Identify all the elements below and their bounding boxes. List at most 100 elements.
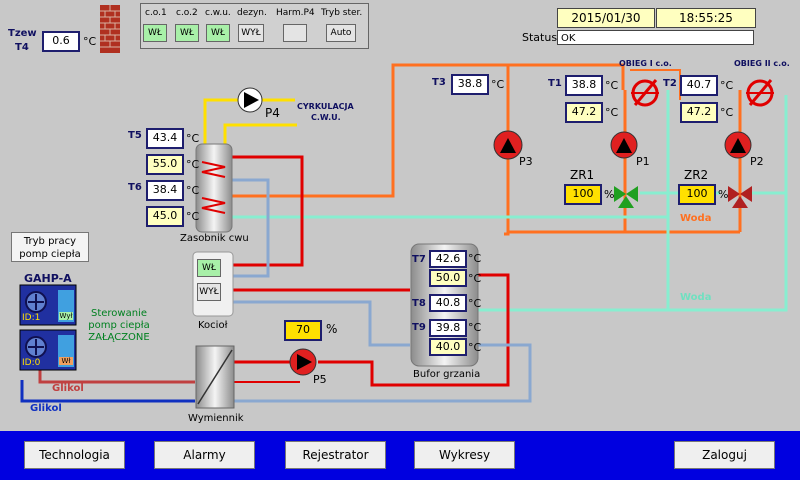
time-display: 18:55:25 <box>656 8 756 28</box>
date-display: 2015/01/30 <box>557 8 655 28</box>
t7-unit: °C <box>468 252 482 265</box>
chimney-icon <box>100 5 120 53</box>
t9-setpoint[interactable]: 40.0 <box>429 338 467 356</box>
t8-value: 40.8 <box>429 294 467 312</box>
t5-setpoint[interactable]: 55.0 <box>146 154 184 175</box>
pump-p1-icon <box>610 131 638 159</box>
co1-label: c.o.1 <box>145 8 167 18</box>
obieg2-off-icon <box>746 79 774 107</box>
t1-setpoint[interactable]: 47.2 <box>565 102 603 123</box>
nav-rejestrator-button[interactable]: Rejestrator <box>285 441 386 469</box>
obieg1-off-icon <box>631 79 659 107</box>
zr1-label: ZR1 <box>570 168 595 182</box>
t6-unit: °C <box>186 184 200 197</box>
nav-alarmy-button[interactable]: Alarmy <box>154 441 255 469</box>
cwu-label: c.w.u. <box>205 8 231 18</box>
t7-setpoint[interactable]: 50.0 <box>429 269 467 287</box>
pump-p3-label: P3 <box>519 155 533 168</box>
tryb-pracy-line2: pomp ciepła <box>19 249 81 260</box>
t2-label: T2 <box>663 78 677 89</box>
t5-set-unit: °C <box>186 158 200 171</box>
harm-p4-button[interactable] <box>283 24 307 42</box>
p5-value[interactable]: 70 <box>284 320 322 341</box>
pump-p3-icon <box>493 130 523 160</box>
t9-value: 39.8 <box>429 319 467 337</box>
woda-label-1: Woda <box>680 213 712 224</box>
t8-unit: °C <box>468 297 482 310</box>
tryb-ster-button[interactable]: Auto <box>326 24 356 42</box>
co2-toggle[interactable]: WŁ <box>175 24 199 42</box>
valve-zr2-icon <box>728 186 752 208</box>
pump-p2-icon <box>724 131 752 159</box>
pump-p5-icon <box>289 348 317 376</box>
zr1-value[interactable]: 100 <box>564 184 602 205</box>
co2-label: c.o.2 <box>176 8 198 18</box>
t2-unit: °C <box>720 79 734 92</box>
t6-label: T6 <box>128 182 142 193</box>
nav-zaloguj-button[interactable]: Zaloguj <box>674 441 775 469</box>
zr1-unit: % <box>604 188 615 201</box>
zr2-value[interactable]: 100 <box>678 184 716 205</box>
hp1-id: ID:1 <box>22 313 41 323</box>
t6-setpoint[interactable]: 45.0 <box>146 206 184 227</box>
t6-set-unit: °C <box>186 210 200 223</box>
cyrkulacja-label: CYRKULACJA <box>297 102 354 111</box>
glikol-blue-label: Glikol <box>30 403 62 414</box>
tryb-pracy-line1: Tryb pracy <box>23 236 77 247</box>
nav-technologia-button[interactable]: Technologia <box>24 441 125 469</box>
wymiennik-label: Wymiennik <box>188 413 244 424</box>
sterowanie-line2: pomp ciepła <box>88 320 150 331</box>
t1-set-unit: °C <box>605 106 619 119</box>
obieg1-label: OBIEG I c.o. <box>619 59 672 68</box>
hp0-state: Wł <box>59 357 73 365</box>
t6-value: 38.4 <box>146 180 184 201</box>
t2-value: 40.7 <box>680 75 718 96</box>
zasobnik-label: Zasobnik cwu <box>180 233 249 244</box>
kociol-label: Kocioł <box>198 320 228 331</box>
t1-value: 38.8 <box>565 75 603 96</box>
t7-set-unit: °C <box>468 272 482 285</box>
t9-set-unit: °C <box>468 341 482 354</box>
nav-wykresy-button[interactable]: Wykresy <box>414 441 515 469</box>
hp0-id: ID:0 <box>22 358 41 368</box>
t9-unit: °C <box>468 321 482 334</box>
t9-label: T9 <box>412 322 426 333</box>
kociol-on-button[interactable]: WŁ <box>197 259 221 277</box>
harm-label: Harm.P4 <box>276 8 315 18</box>
p5-unit: % <box>326 322 338 336</box>
pump-p2-label: P2 <box>750 155 764 168</box>
status-value: OK <box>557 30 754 45</box>
sterowanie-line1: Sterowanie <box>90 308 147 319</box>
glikol-red-label: Glikol <box>52 383 84 394</box>
pump-p5-label: P5 <box>313 373 327 386</box>
co1-toggle[interactable]: WŁ <box>143 24 167 42</box>
t4-label: T4 <box>15 42 29 53</box>
zr2-label: ZR2 <box>684 168 709 182</box>
dezyn-toggle[interactable]: WYŁ <box>238 24 264 42</box>
t1-label: T1 <box>548 78 562 89</box>
t5-label: T5 <box>128 130 142 141</box>
nav-bar <box>0 431 800 480</box>
tryb-pracy-button[interactable]: Tryb pracy pomp ciepła <box>11 232 89 262</box>
cyrkulacja-cwu-label: C.W.U. <box>311 113 341 122</box>
t5-unit: °C <box>186 132 200 145</box>
dezyn-label: dezyn. <box>237 8 267 18</box>
obieg2-label: OBIEG II c.o. <box>734 59 790 68</box>
t7-label: T7 <box>412 254 426 265</box>
woda-label-2: Woda <box>680 292 712 303</box>
kociol-off-button[interactable]: WYŁ <box>197 283 221 301</box>
t1-unit: °C <box>605 79 619 92</box>
heat-exchanger <box>195 345 235 409</box>
tzew-value: 0.6 <box>42 31 80 52</box>
pump-p1-label: P1 <box>636 155 650 168</box>
t7-value: 42.6 <box>429 250 467 268</box>
tzew-unit: °C <box>83 35 97 48</box>
cwu-toggle[interactable]: WŁ <box>206 24 230 42</box>
dhw-tank <box>195 143 233 233</box>
sterowanie-status: Sterowanie pomp ciepła ZAŁĄCZONE <box>84 308 154 344</box>
pump-p4-label: P4 <box>265 106 280 120</box>
t2-setpoint[interactable]: 47.2 <box>680 102 718 123</box>
pump-p4-icon <box>237 87 263 113</box>
t8-label: T8 <box>412 298 426 309</box>
t5-value: 43.4 <box>146 128 184 149</box>
